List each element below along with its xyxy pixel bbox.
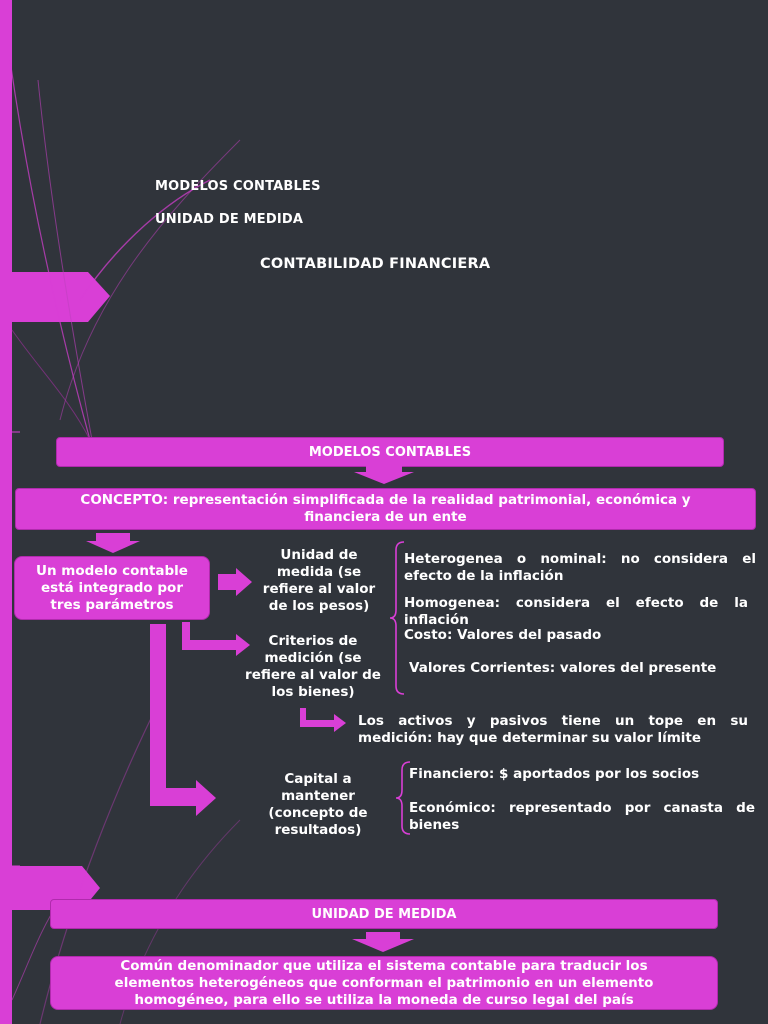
item-homogenea: Homogenea: considera el efecto de la inf… (404, 595, 748, 628)
item-financiero: Financiero: $ aportados por los socios (409, 766, 700, 782)
main-title: CONTABILIDAD FINANCIERA (260, 256, 491, 272)
arrow-down-2 (86, 533, 140, 553)
node-unidad-de-medida: Unidad de medida (se refiere al valor de… (262, 547, 376, 614)
modelos-contables-banner: MODELOS CONTABLES (56, 437, 724, 467)
arrow-down-1 (354, 466, 414, 484)
unidad-de-medida-banner: UNIDAD DE MEDIDA (50, 899, 718, 929)
heading-unidad-de-medida: UNIDAD DE MEDIDA (155, 212, 304, 227)
item-valores-corrientes: Valores Corrientes: valores del presente (409, 660, 717, 676)
unidad-de-medida-definition: Común denominador que utiliza el sistema… (50, 956, 718, 1010)
arrow-down-3 (352, 932, 414, 952)
item-economico: Económico: representado por canasta de b… (409, 800, 755, 833)
item-costo: Costo: Valores del pasado (404, 627, 602, 643)
node-capital-a-mantener: Capital a mantener (concepto de resultad… (268, 771, 368, 838)
node-criterios-de-medicion: Criterios de medición (se refiere al val… (245, 633, 381, 700)
item-activos-pasivos: Los activos y pasivos tiene un tope en s… (358, 713, 748, 746)
item-heterogenea: Heterogenea o nominal: no considera el e… (404, 551, 756, 584)
concept-box: CONCEPTO: representación simplificada de… (15, 488, 756, 530)
heading-modelos-contables: MODELOS CONTABLES (155, 179, 321, 194)
integrated-box: Un modelo contable está integrado por tr… (14, 556, 210, 620)
